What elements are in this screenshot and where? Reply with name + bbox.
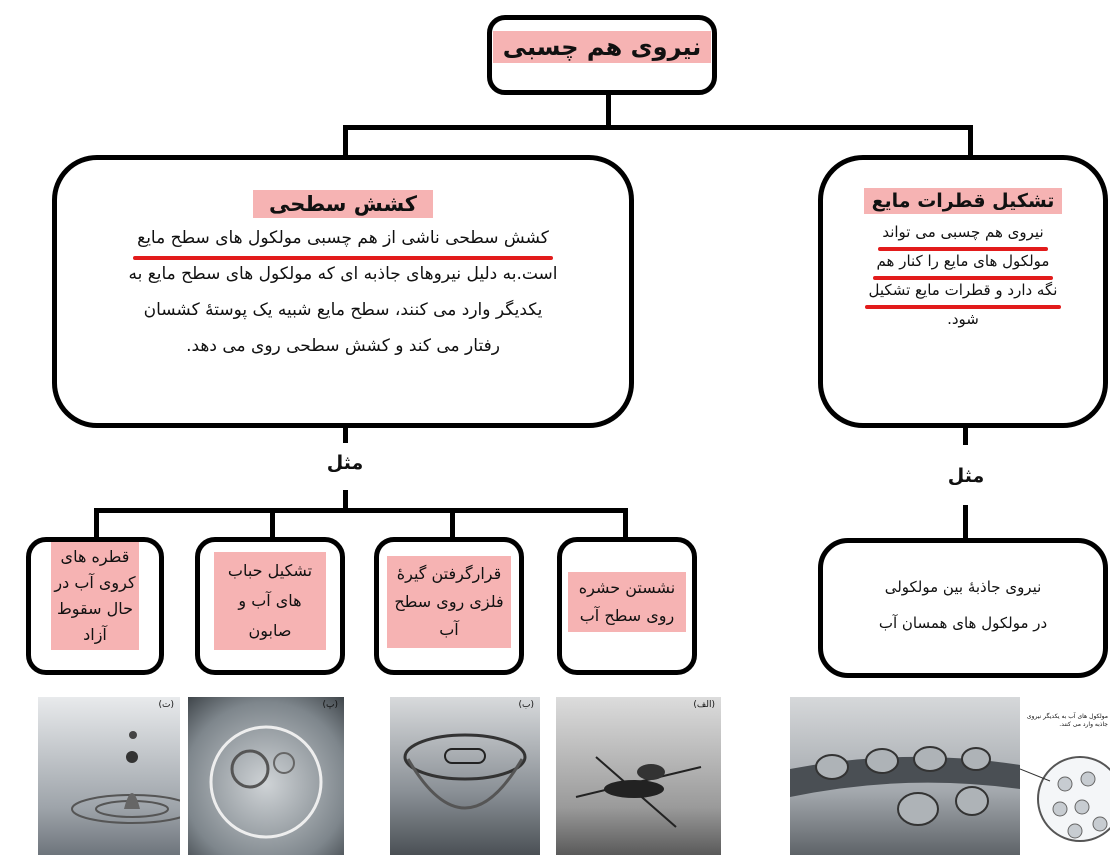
surface-tension-line-4: رفتار می کند و کشش سطحی روی می دهد. — [186, 336, 500, 356]
example-drop-1 — [94, 508, 99, 538]
surface-tension-title: کشش سطحی — [252, 190, 434, 218]
photo-water-droplets-branch — [790, 697, 1020, 855]
example-box-paperclip: قرارگرفتن گیرهٔ فلزی روی سطح آب — [374, 537, 524, 675]
root-title: نیروی هم چسبی — [492, 31, 712, 63]
example-drop-4 — [623, 508, 628, 538]
droplet-formation-line-1: نیروی هم چسبی می تواند — [878, 218, 1048, 251]
surface-tension-line-2: است.به دلیل نیروهای جاذبه ای که مولکول ه… — [128, 264, 558, 284]
left-stem-lower — [343, 490, 348, 510]
example-box-insect: نشستن حشره روی سطح آب — [557, 537, 697, 675]
example-text-insect: نشستن حشره روی سطح آب — [568, 572, 686, 632]
example-text-soap-bubble: تشکیل حباب های آب و صابون — [214, 552, 326, 650]
droplets-icon — [790, 746, 1020, 826]
example-box-falling-drops: قطره های کروی آب در حال سقوط آزاد — [26, 537, 164, 675]
examples-branch — [94, 508, 628, 513]
droplet-formation-line-2: مولکول های مایع را کنار هم — [872, 247, 1054, 280]
photo-falling-drop: (ت) — [38, 697, 180, 855]
example-drop-3 — [450, 508, 455, 538]
photo-soap-bubble: (پ) — [188, 697, 344, 855]
right-stem-upper — [963, 425, 968, 445]
photo-label-p: (پ) — [322, 700, 338, 710]
droplet-formation-title: تشکیل قطرات مایع — [863, 188, 1063, 214]
water-drop-icon — [71, 731, 180, 824]
example-text-paperclip: قرارگرفتن گیرهٔ فلزی روی سطح آب — [387, 556, 511, 648]
root-box: نیروی هم چسبی — [487, 15, 717, 95]
photo-label-b: (ب) — [518, 700, 534, 710]
molecule-diagram-caption: مولکول های آب به یکدیگر نیروی جاذبه وارد… — [1026, 713, 1108, 728]
example-text-falling-drops: قطره های کروی آب در حال سقوط آزاد — [51, 542, 139, 650]
left-drop — [343, 125, 348, 157]
droplet-formation-line-4: شود. — [947, 310, 979, 328]
root-stem — [606, 93, 611, 128]
intermolecular-line-2: در مولکول های همسان آب — [878, 614, 1048, 632]
droplet-formation-line-3: نگه دارد و قطرات مایع تشکیل — [864, 276, 1062, 309]
right-example-label: مثل — [947, 465, 985, 487]
photo-paperclip-glass: (ب) — [390, 697, 540, 855]
top-branch — [343, 125, 973, 130]
example-box-soap-bubble: تشکیل حباب های آب و صابون — [195, 537, 345, 675]
right-stem-lower — [963, 505, 968, 540]
example-box-intermolecular: نیروی جاذبهٔ بین مولکولی در مولکول های ه… — [818, 538, 1108, 678]
photo-label-t: (ت) — [158, 700, 174, 710]
droplet-formation-box: تشکیل قطرات مایع نیروی هم چسبی می تواند … — [818, 155, 1108, 428]
photo-label-alef: (الف) — [693, 700, 715, 710]
molecule-diagram: مولکول های آب به یکدیگر نیروی جاذبه وارد… — [1020, 697, 1110, 855]
example-drop-2 — [270, 508, 275, 538]
left-example-label: مثل — [326, 452, 364, 474]
right-drop — [968, 125, 973, 157]
surface-tension-line-1: کشش سطحی ناشی از هم چسبی مولکول های سطح … — [133, 220, 553, 260]
surface-tension-box: کشش سطحی کشش سطحی ناشی از هم چسبی مولکول… — [52, 155, 634, 428]
surface-tension-line-3: یکدیگر وارد می کنند، سطح مایع شبیه یک پو… — [143, 300, 543, 320]
left-stem-upper — [343, 425, 348, 443]
glass-icon — [403, 733, 527, 810]
intermolecular-line-1: نیروی جاذبهٔ بین مولکولی — [884, 578, 1042, 596]
photo-insect: (الف) — [556, 697, 721, 855]
mosquito-icon — [575, 756, 702, 828]
molecule-icon — [1020, 756, 1110, 842]
bubble-icon — [209, 725, 323, 839]
